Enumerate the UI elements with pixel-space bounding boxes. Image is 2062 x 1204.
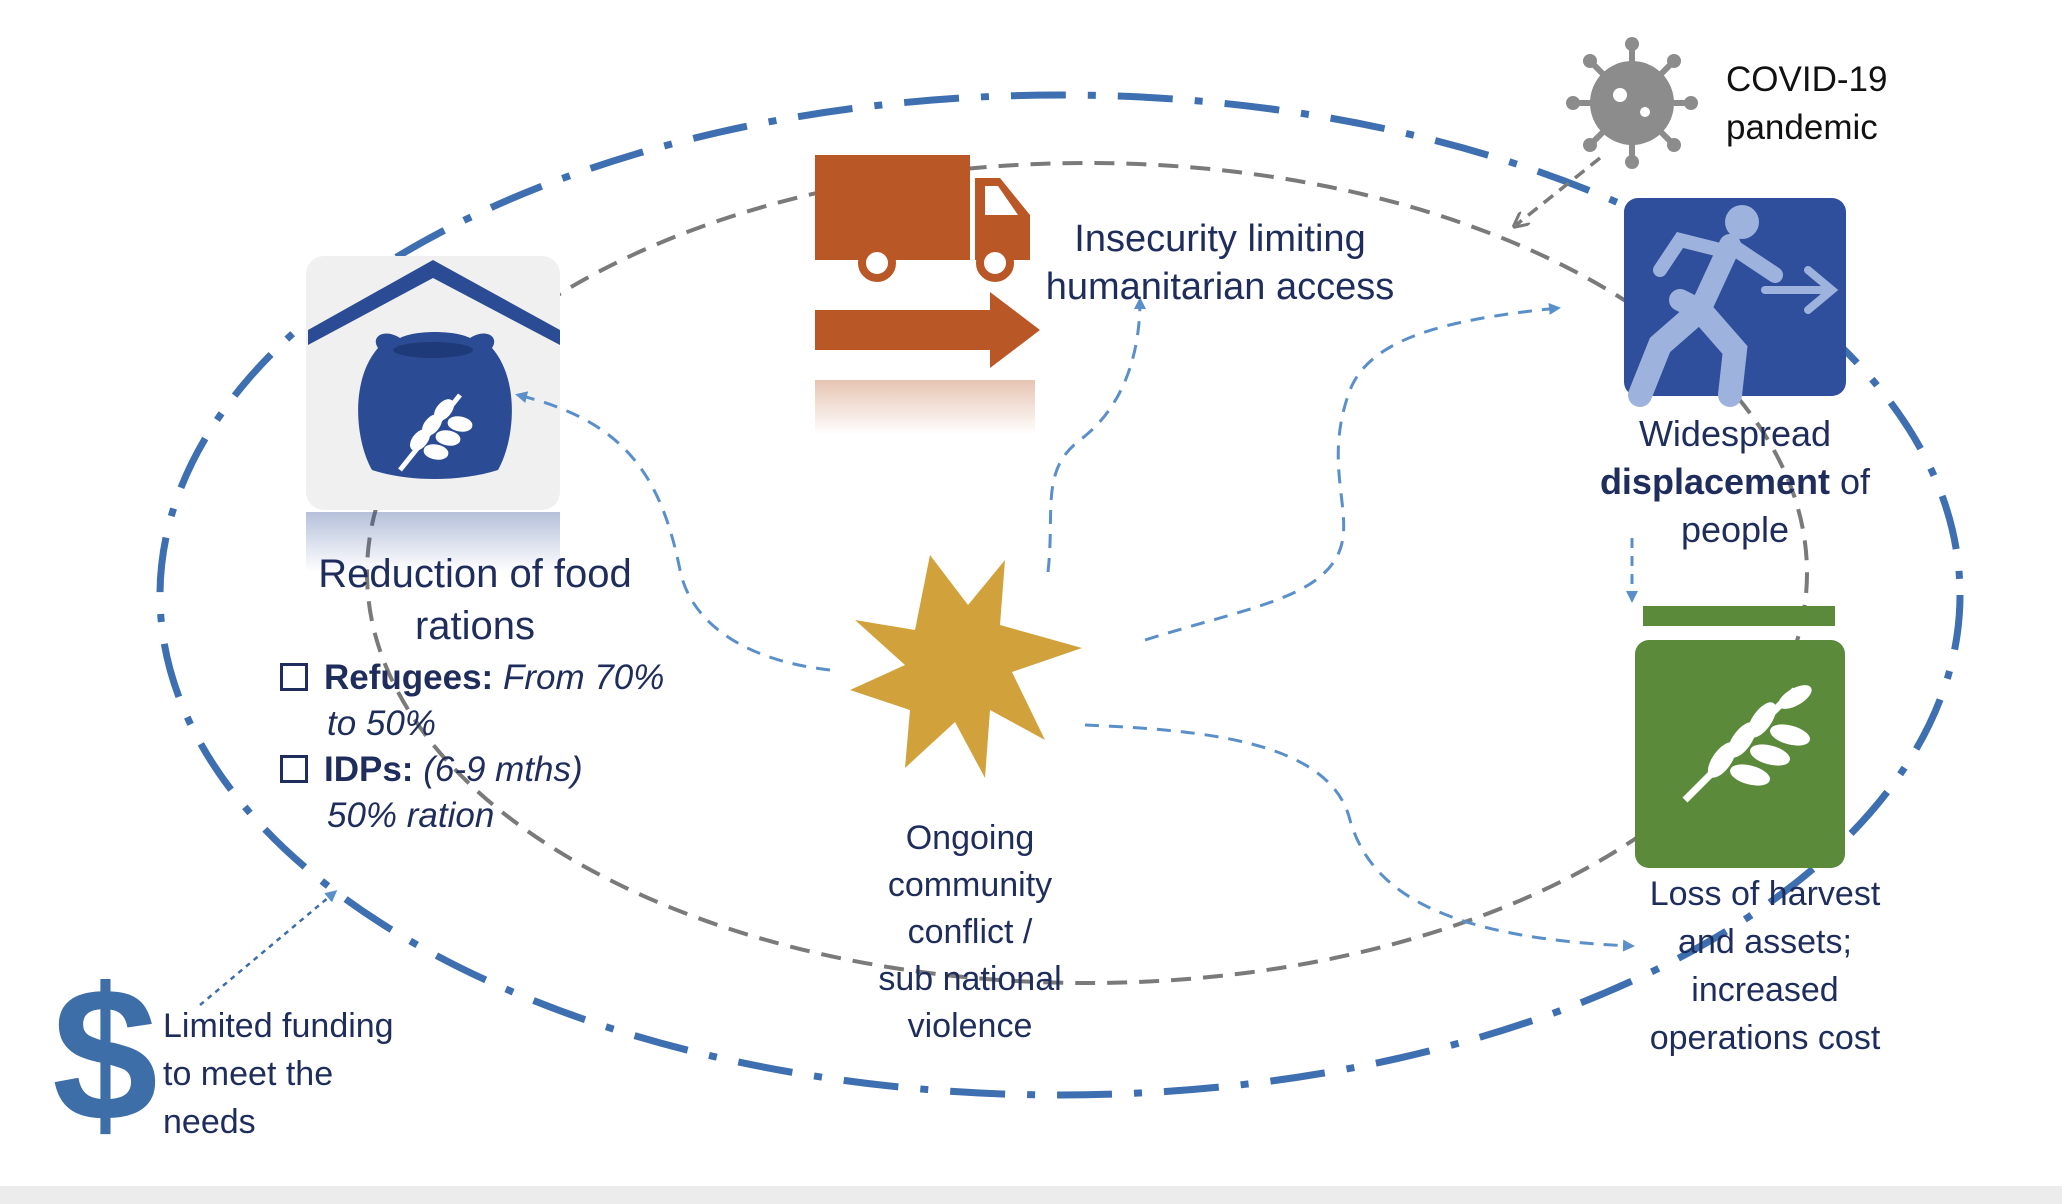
virus-icon xyxy=(1566,37,1698,169)
covid-label: COVID-19 pandemic xyxy=(1726,56,1887,152)
harvest-label: Loss of harvest and assets; increased op… xyxy=(1600,870,1930,1062)
arrow-covid-to-displacement xyxy=(1516,156,1602,225)
footer-bar xyxy=(0,1186,2062,1204)
conflict-label: Ongoing community conflict / sub nationa… xyxy=(830,815,1110,1050)
insecurity-label: Insecurity limiting humanitarian access xyxy=(1030,215,1410,311)
conflict-line5: violence xyxy=(907,1007,1033,1045)
harvest-line4: operations cost xyxy=(1649,1019,1881,1057)
insecurity-line1: Insecurity limiting xyxy=(1074,218,1366,260)
refugees-bullet: Refugees: From 70% xyxy=(280,655,664,701)
idps-text-b: 50% ration xyxy=(327,796,495,835)
arrow-conflict-to-displacement xyxy=(1144,302,1561,642)
reduction-title-line1: Reduction of food xyxy=(318,552,632,596)
harvest-line1: Loss of harvest xyxy=(1649,875,1881,913)
insecurity-line2: humanitarian access xyxy=(1045,266,1395,308)
funding-line2: to meet the xyxy=(163,1055,334,1093)
funding-line3: needs xyxy=(163,1103,256,1141)
funding-line1: Limited funding xyxy=(163,1007,394,1045)
conflict-line4: sub national xyxy=(878,960,1062,998)
reduction-title-line2: rations xyxy=(414,604,536,648)
displacement-line1: Widespread xyxy=(1638,413,1832,454)
conflict-line1: Ongoing xyxy=(905,819,1035,857)
covid-line2: pandemic xyxy=(1726,108,1878,147)
conflict-line2: community xyxy=(887,866,1053,904)
idps-text-a: (6-9 mths) xyxy=(423,750,583,789)
displacement-line2-bold: displacement xyxy=(1599,461,1831,502)
arrow-conflict-to-insecurity xyxy=(1046,297,1146,573)
harvest-line3: increased xyxy=(1691,971,1839,1009)
arrow-conflict-to-reduction xyxy=(515,391,831,672)
displacement-line3: people xyxy=(1680,509,1790,550)
refugees-label: Refugees: xyxy=(324,658,494,697)
displacement-line2-rest: of xyxy=(1830,461,1871,502)
idps-label: IDPs: xyxy=(324,750,414,789)
refugees-bullet-cont: to 50% xyxy=(280,701,664,747)
refugees-text-a: From 70% xyxy=(502,658,665,697)
covid-line1: COVID-19 xyxy=(1726,60,1888,99)
explosion-icon xyxy=(850,555,1082,778)
idps-bullet: IDPs: (6-9 mths) xyxy=(280,747,664,793)
arrow-conflict-to-harvest xyxy=(1084,723,1635,952)
checkbox-icon xyxy=(280,754,308,783)
dollar-icon: $ xyxy=(52,949,158,1161)
cycle-ellipse xyxy=(365,161,1809,985)
refugees-text-b: to 50% xyxy=(327,704,436,743)
outer-ellipse xyxy=(156,91,1964,1099)
truck-icon xyxy=(815,155,1040,435)
running-person-icon xyxy=(1624,198,1846,407)
wheat-jar-icon xyxy=(1635,606,1845,868)
displacement-label: Widespread displacement of people xyxy=(1570,410,1900,554)
funding-label: Limited funding to meet the needs xyxy=(163,1002,394,1146)
checkbox-icon xyxy=(280,662,308,691)
reduction-label: Reduction of food rations xyxy=(290,548,660,652)
food-sack-house-icon xyxy=(306,256,560,572)
idps-bullet-cont: 50% ration xyxy=(280,793,664,839)
harvest-line2: and assets; xyxy=(1678,923,1852,961)
arrow-funding-to-reduction xyxy=(199,890,338,1006)
conflict-line3: conflict / xyxy=(907,913,1033,951)
reduction-bullets: Refugees: From 70% to 50% IDPs: (6-9 mth… xyxy=(280,655,664,839)
